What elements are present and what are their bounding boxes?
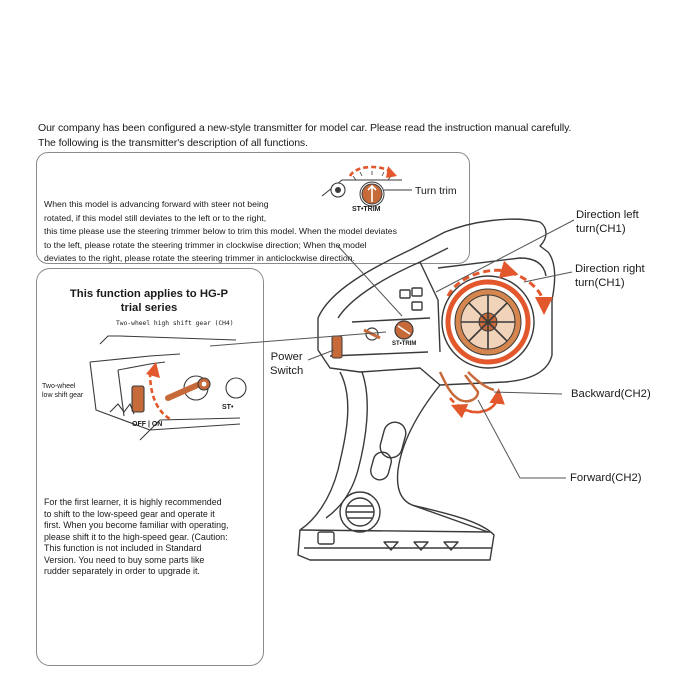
leader-forward-d bbox=[477, 399, 521, 479]
gear-title-line-1: This function applies to HG-P bbox=[69, 288, 229, 300]
direction-right-arrow bbox=[509, 270, 553, 315]
transmitter-upper-housing bbox=[317, 218, 556, 386]
direction-left-label: Direction left turn(CH1) bbox=[576, 208, 639, 236]
direction-right-line-1: Direction right bbox=[575, 263, 645, 275]
gear-line: For the first learner, it is highly reco… bbox=[44, 497, 222, 507]
direction-left-line-2: turn(CH1) bbox=[576, 223, 626, 235]
trim-knob-label: ST•TRIM bbox=[352, 206, 381, 213]
trim-line: deviates to the right, please rotate the… bbox=[44, 253, 355, 264]
gear-title-line-2: trial series bbox=[120, 301, 178, 314]
trim-line: When this model is advancing forward wit… bbox=[44, 199, 269, 209]
gear-panel-title: This function applies to HG-P trial seri… bbox=[36, 288, 262, 315]
intro-line-1: Our company has been configured a new-st… bbox=[38, 122, 572, 134]
direction-left-arrow bbox=[446, 260, 519, 297]
backward-label: Backward(CH2) bbox=[571, 388, 651, 400]
trim-line: rotated, if this model still deviates to… bbox=[44, 212, 267, 223]
power-switch bbox=[331, 335, 343, 359]
trim-detail-illustration bbox=[321, 165, 412, 207]
gear-line: please shift it to the high-speed gear. … bbox=[44, 531, 228, 542]
trim-line: this time please use the steering trimme… bbox=[44, 226, 397, 237]
body-trim-label: ST•TRIM bbox=[392, 341, 417, 347]
gear-line: rudder separately in order to upgrade it… bbox=[44, 566, 200, 576]
low-gear-label-line-1: Two-wheel bbox=[42, 383, 76, 390]
gear-line: Version. You need to buy some parts like bbox=[44, 554, 205, 565]
leader-direction-left bbox=[435, 219, 575, 293]
steering-wheel bbox=[441, 275, 535, 369]
gear-detail-illustration bbox=[89, 335, 247, 441]
gear-shift-panel bbox=[36, 268, 264, 666]
transmitter-grip bbox=[297, 371, 495, 561]
leader-gear bbox=[209, 331, 387, 347]
leader-direction-right bbox=[523, 271, 573, 283]
gear-line: first. When you become familiar with ope… bbox=[44, 520, 229, 530]
leader-power-switch bbox=[307, 349, 335, 361]
low-gear-label-line-2: low shift gear bbox=[42, 392, 84, 399]
steering-trim-panel bbox=[36, 152, 470, 264]
leader-trim bbox=[337, 245, 403, 317]
body-trim-knob bbox=[394, 320, 414, 340]
trim-instructions: When this model is advancing forward wit… bbox=[44, 198, 468, 266]
forward-label: Forward(CH2) bbox=[570, 472, 642, 484]
direction-right-label: Direction right turn(CH1) bbox=[575, 262, 645, 290]
off-on-label: OFF | ON bbox=[132, 421, 163, 428]
gear-line: This function is not included in Standar… bbox=[44, 543, 202, 553]
leader-backward bbox=[493, 391, 563, 395]
power-switch-line-2: Switch bbox=[270, 365, 304, 377]
trim-line: to the left, please rotate the steering … bbox=[44, 239, 367, 250]
gear-line: to shift to the low-speed gear and opera… bbox=[44, 508, 215, 519]
intro-line-2: The following is the transmitter's descr… bbox=[38, 137, 308, 149]
throttle-trigger bbox=[438, 371, 480, 403]
gear-instructions: For the first learner, it is highly reco… bbox=[44, 497, 266, 578]
low-gear-label: Two-wheel low shift gear bbox=[42, 382, 83, 400]
power-switch-line-1: Power bbox=[270, 351, 303, 363]
turn-trim-label: Turn trim bbox=[415, 185, 457, 197]
body-gear-knob bbox=[363, 327, 381, 341]
gear-shift-arrow bbox=[148, 371, 173, 422]
power-switch-label: Power Switch bbox=[270, 350, 303, 378]
st-label: ST• bbox=[222, 404, 234, 411]
direction-right-line-2: turn(CH1) bbox=[575, 277, 625, 289]
direction-left-line-1: Direction left bbox=[576, 209, 639, 221]
high-gear-label: Two-wheel high shift gear (CH4) bbox=[116, 320, 234, 327]
